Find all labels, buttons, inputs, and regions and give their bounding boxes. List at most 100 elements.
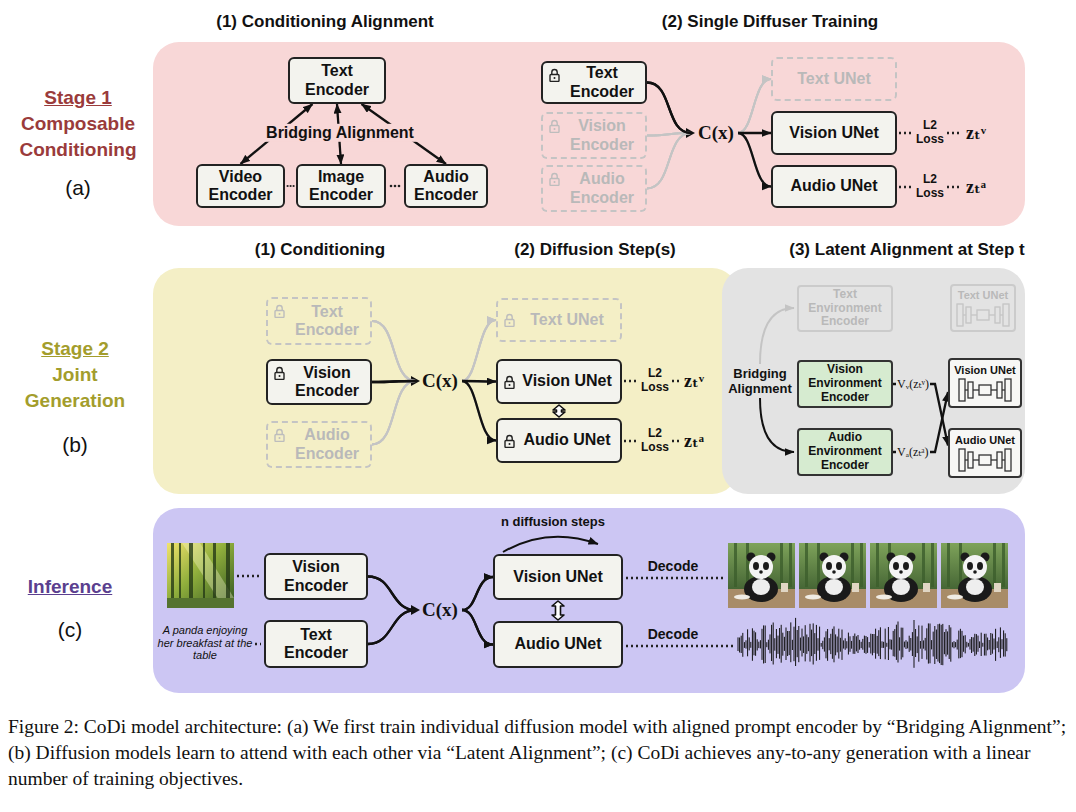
cup — [923, 583, 930, 592]
bamboo — [947, 543, 950, 587]
node-label: Text UNet — [797, 70, 871, 88]
node-label: Vision Environment Encoder — [803, 363, 887, 404]
panda-head — [749, 555, 773, 579]
table — [728, 589, 795, 608]
unet-block — [977, 310, 989, 320]
module-box: Text UNet — [496, 298, 622, 342]
unet-link — [965, 390, 968, 391]
node-label: Vision UNet — [513, 568, 603, 586]
annotation-label: (1) Conditioning Alignment — [216, 12, 434, 32]
unet-block — [959, 379, 965, 401]
connector — [368, 577, 493, 644]
panda-body — [817, 576, 851, 602]
band-heading: Stage 2 — [5, 336, 145, 362]
unet-link — [989, 315, 995, 316]
unet-box: Audio UNet — [948, 428, 1022, 478]
node-label: Text Encoder — [294, 62, 380, 99]
annotation-label: C(x) — [422, 370, 458, 392]
plate — [734, 595, 750, 600]
module-box: Text UNet — [771, 57, 897, 101]
module-box: Audio UNet — [496, 418, 622, 463]
figure-caption: Figure 2: CoDi model architecture: (a) W… — [8, 714, 1068, 792]
unet-block — [1003, 304, 1009, 326]
lock-keyhole — [279, 313, 281, 315]
lock-icon — [504, 375, 515, 389]
ellipsis-dots — [287, 185, 401, 188]
node-label: Image Encoder — [302, 168, 380, 205]
unet-icon — [956, 303, 1010, 327]
lock-shackle — [277, 306, 282, 311]
bamboo — [876, 543, 879, 587]
band-heading: Stage 1 — [8, 85, 148, 111]
unet-link — [991, 460, 997, 461]
lock-icon — [549, 68, 560, 82]
inference-band: Inference(c)Vision EncoderText EncoderVi… — [153, 508, 1025, 693]
lock-shackle — [507, 315, 512, 320]
lock-body — [275, 435, 284, 442]
bridging-bracket — [760, 308, 794, 364]
lock-body — [505, 382, 514, 389]
node-label: Audio UNet — [955, 434, 1015, 447]
node-label: Text Environment Encoder — [803, 288, 887, 329]
unet-block — [968, 382, 973, 398]
annotation-label: Bridging Alignment — [263, 124, 417, 142]
node-label: Vision UNet — [522, 372, 612, 390]
lock-icon — [274, 366, 285, 380]
band-text: Composable Conditioning — [8, 111, 148, 163]
band-text: (c) — [40, 617, 100, 643]
lock-body — [275, 373, 284, 380]
panda-head — [822, 555, 846, 579]
module-box: Text Encoder — [288, 57, 386, 104]
unet-link — [973, 390, 979, 391]
annotation-label: (1) Conditioning — [255, 240, 385, 260]
module-box: Audio Encoder — [404, 164, 488, 208]
module-box: Audio UNet — [771, 165, 897, 208]
dotted-line — [899, 186, 913, 189]
dotted-line — [672, 380, 681, 383]
lock-shackle — [552, 70, 557, 75]
unet-block — [968, 452, 973, 468]
latent-alignment-panel: (3) Latent Alignment at Step tBridging A… — [722, 268, 1025, 494]
panda-ear — [747, 553, 756, 562]
panda-eye — [836, 562, 842, 570]
module-box: Video Encoder — [196, 164, 285, 208]
dotted-line — [899, 132, 913, 135]
lock-body — [550, 75, 559, 82]
tree-trunk — [189, 543, 193, 608]
panda-frame — [728, 543, 795, 608]
panda-ear — [907, 553, 916, 562]
light-ray — [182, 543, 234, 608]
panda-belly — [825, 579, 843, 595]
arrowhead — [411, 376, 420, 386]
band-shape — [722, 268, 1025, 494]
annotation-label: (2) Single Diffuser Training — [662, 12, 878, 32]
dot — [293, 185, 295, 187]
panda-eye — [977, 562, 983, 570]
generated-media — [167, 543, 1008, 668]
tree-trunk — [171, 543, 174, 608]
lock-keyhole — [554, 181, 556, 183]
annotation-label: L2 Loss — [915, 119, 945, 147]
panda-belly — [966, 579, 984, 595]
module-box: Audio UNet — [493, 621, 623, 668]
unet-link — [1000, 315, 1003, 316]
bamboo — [1002, 543, 1005, 587]
panda-ear — [961, 553, 970, 562]
dotted-line — [947, 186, 962, 189]
lock-keyhole — [279, 375, 281, 377]
node-label: Vision UNet — [954, 364, 1016, 377]
lock-icon — [274, 428, 285, 442]
annotation-label: zₜᵛ — [966, 123, 986, 144]
connector — [368, 577, 493, 645]
connector — [647, 79, 771, 189]
panda-eye — [893, 562, 899, 570]
forest-floor — [167, 598, 234, 608]
dot — [394, 185, 397, 188]
panda-head — [889, 555, 913, 579]
unet-block — [997, 382, 1002, 398]
panda-belly — [752, 579, 770, 595]
module-box: Image Encoder — [296, 164, 386, 208]
panda-frame — [799, 543, 866, 608]
